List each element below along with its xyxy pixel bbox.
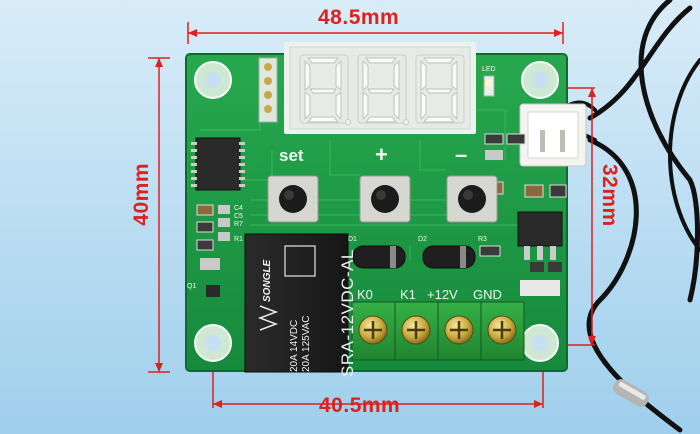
- terminal-12v-label: +12V: [427, 287, 458, 302]
- c5-label: C5: [234, 213, 243, 220]
- terminal-screws: [358, 315, 517, 345]
- probe-tip: [613, 379, 649, 407]
- minus-button: [446, 175, 498, 223]
- height-left-label: 40mm: [130, 163, 153, 226]
- probe-cable: [558, 0, 700, 433]
- plus-label: +: [375, 142, 388, 167]
- terminal-k0-label: K0: [357, 287, 373, 302]
- terminal-k1-label: K1: [400, 287, 416, 302]
- plus-button: [359, 175, 411, 223]
- d1-label: D1: [348, 236, 357, 243]
- set-button: [267, 175, 319, 223]
- width-top-label: 48.5mm: [318, 6, 400, 29]
- relay: [244, 233, 349, 373]
- minus-label: –: [455, 142, 468, 167]
- terminal-gnd-label: GND: [473, 287, 502, 302]
- d2-label: D2: [418, 236, 427, 243]
- relay-rating-1: 20A 14VDC: [289, 319, 300, 372]
- probe-connector: [519, 103, 587, 167]
- smd-components: [191, 133, 567, 297]
- c4-label: C4: [234, 205, 243, 212]
- height-right-label: 32mm: [598, 164, 621, 227]
- r7-label: R7: [234, 221, 243, 228]
- relay-brand-text: SONGLE: [262, 259, 273, 302]
- seven-segment-display: [284, 42, 476, 134]
- mounting-holes: [194, 61, 559, 362]
- relay-rating-2: 20A 125VAC: [301, 315, 312, 372]
- q1-label: Q1: [187, 283, 197, 290]
- programming-header: [258, 57, 278, 123]
- set-label: set: [279, 146, 304, 165]
- push-buttons: [267, 175, 498, 223]
- led-label: LED: [482, 66, 496, 73]
- relay-model-text: SRA-12VDC-AL: [338, 249, 357, 377]
- diodes: [352, 245, 476, 269]
- r1-label: R1: [234, 236, 243, 243]
- status-led: [483, 75, 495, 97]
- terminal-block: [351, 301, 525, 361]
- r3-label: R3: [478, 236, 487, 243]
- width-bottom-label: 40.5mm: [319, 394, 401, 417]
